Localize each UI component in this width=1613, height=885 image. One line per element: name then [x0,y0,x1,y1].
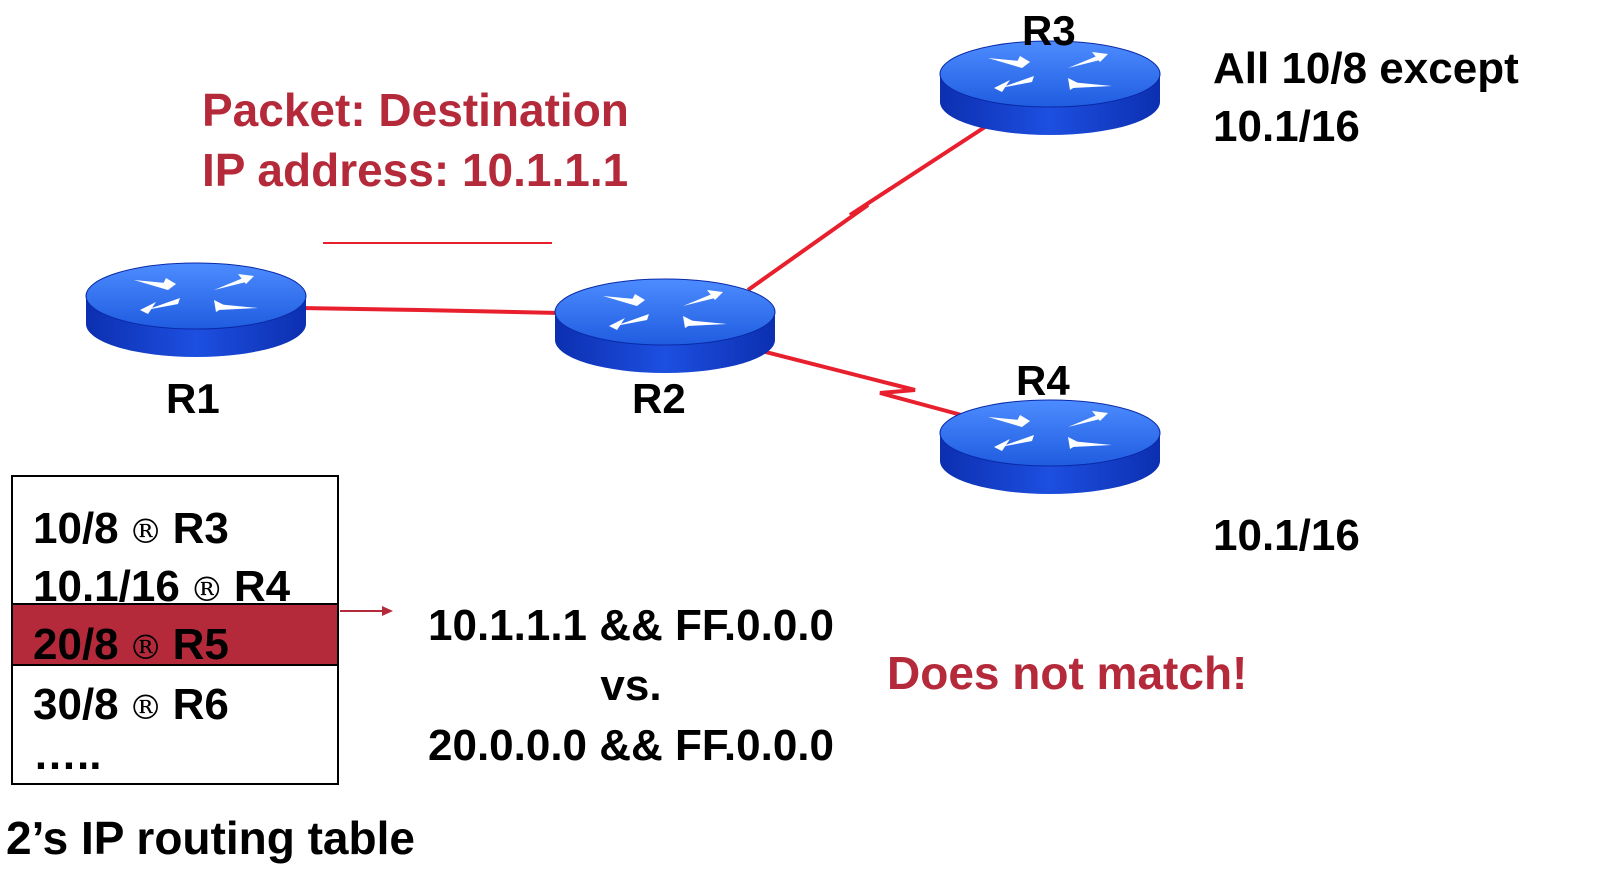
route-arrow: ® [128,628,163,668]
r3-network-label: All 10/8 except 10.1/16 [1213,40,1519,156]
comparison-expression: 10.1.1.1 && FF.0.0.0 vs. 20.0.0.0 && FF.… [400,596,862,776]
routing-table-row: 30/8®R6 [33,683,229,727]
compare-arrow-head [382,606,393,616]
route-next-hop: R6 [172,680,229,729]
router-label-r3: R3 [1022,7,1076,54]
link-r2-r4 [757,348,981,422]
route-prefix: 30/8 [33,680,119,729]
router-r2-icon[interactable] [554,278,776,374]
r3-network-line-2: 10.1/16 [1213,102,1360,151]
router-label-r4: R4 [1016,357,1070,404]
router-label-r1: R1 [166,375,220,422]
routing-table-row: 10/8®R3 [33,507,229,551]
router-label-r2: R2 [632,375,686,422]
router-r4-icon[interactable] [939,399,1161,495]
comparison-line-2: vs. [600,661,662,710]
comparison-line-3: 20.0.0.0 && FF.0.0.0 [428,721,834,770]
route-next-hop: R5 [172,620,229,669]
route-prefix: 10.1/16 [33,562,180,611]
route-next-hop: R3 [172,504,229,553]
link-r2-r3 [746,125,987,292]
router-r1-icon[interactable] [85,262,307,358]
verdict-label: Does not match! [887,647,1248,699]
routing-table-highlight [13,603,337,666]
routing-table-more: ….. [33,730,102,779]
r4-network-label: 10.1/16 [1213,511,1360,560]
comparison-line-1: 10.1.1.1 && FF.0.0.0 [428,601,834,650]
route-arrow: ® [128,688,163,728]
route-prefix: 10/8 [33,504,119,553]
route-prefix: 20/8 [33,620,119,669]
packet-destination-label: Packet: Destination IP address: 10.1.1.1 [202,80,629,200]
packet-line-2: IP address: 10.1.1.1 [202,144,629,196]
router-r3-icon[interactable] [939,40,1161,136]
routing-table: 10/8®R3 10.1/16®R4 20/8®R5 30/8®R6 ….. [11,475,339,785]
packet-line-1: Packet: Destination [202,84,629,136]
link-r1-r2 [299,306,561,315]
route-next-hop: R4 [233,562,291,611]
route-arrow: ® [189,570,224,610]
routing-table-row-highlighted: 20/8®R5 [33,623,229,667]
r3-network-line-1: All 10/8 except [1213,44,1519,93]
routing-table-caption: 2’s IP routing table [6,812,415,864]
route-arrow: ® [128,512,163,552]
routing-table-row: 10.1/16®R4 [33,565,290,609]
